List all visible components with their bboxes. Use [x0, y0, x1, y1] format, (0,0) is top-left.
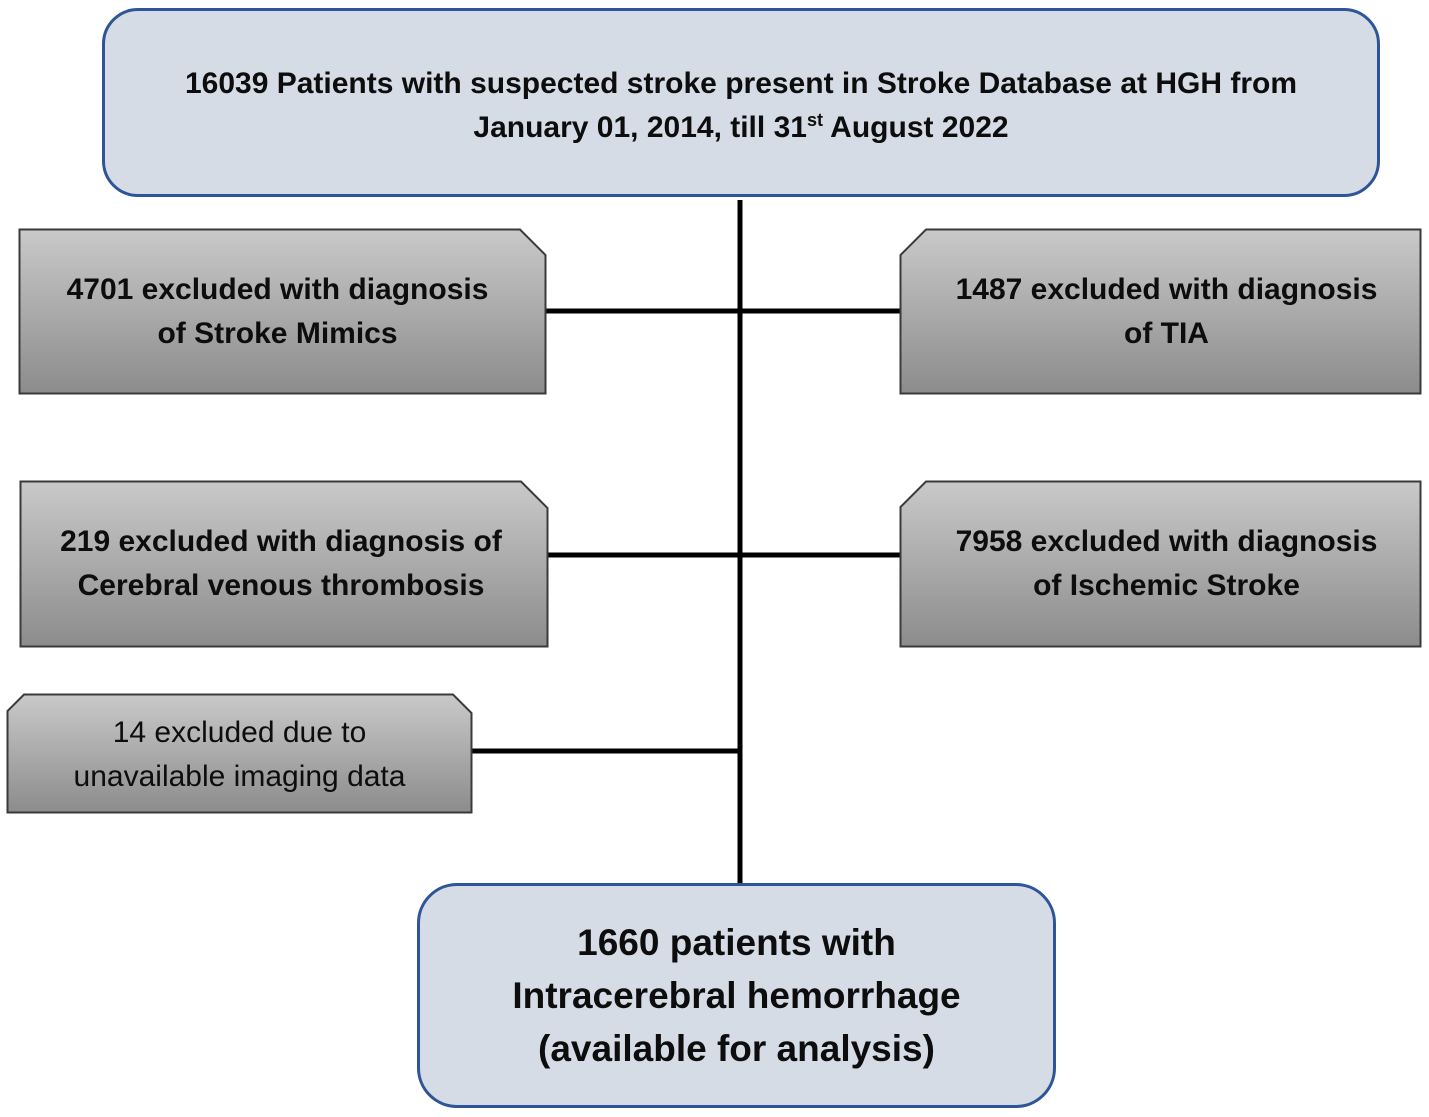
- exclusion-reason-line: of Stroke Mimics: [157, 316, 398, 350]
- exclusion-reason-line: Cerebral venous thrombosis: [77, 569, 485, 602]
- source-population-line2-end: August 2022: [822, 110, 1009, 144]
- exclusion-box-cerebral-venous-thrombosis: 219 excluded with diagnosis of Cerebral …: [19, 480, 549, 648]
- final-cohort-line1: 1660 patients with: [577, 922, 896, 963]
- exclusion-count-line: 7958 excluded with diagnosis: [955, 525, 1378, 558]
- exclusion-reason-line: of Ischemic Stroke: [1033, 569, 1300, 602]
- exclusion-reason-line: of TIA: [1124, 316, 1209, 350]
- source-population-line2-start: January 01, 2014, till 31: [473, 110, 807, 144]
- exclusion-box-ischemic-stroke: 7958 excluded with diagnosis of Ischemic…: [899, 480, 1422, 648]
- exclusion-count-line: 219 excluded with diagnosis of: [60, 525, 502, 558]
- source-population-line2: January 01, 2014, till 31st August 2022: [185, 106, 1297, 150]
- exclusion-box-unavailable-imaging: 14 excluded due to unavailable imaging d…: [6, 693, 473, 814]
- exclusion-reason-line: unavailable imaging data: [73, 759, 406, 793]
- exclusion-count-line: 14 excluded due to: [112, 715, 367, 749]
- source-population-text: 16039 Patients with suspected stroke pre…: [185, 62, 1297, 150]
- final-cohort-line2: Intracerebral hemorrhage: [512, 975, 961, 1016]
- final-cohort-line3: (available for analysis): [538, 1028, 935, 1069]
- final-cohort-box: 1660 patients with Intracerebral hemorrh…: [417, 883, 1056, 1108]
- source-population-line1: 16039 Patients with suspected stroke pre…: [184, 66, 1298, 100]
- final-cohort-text: 1660 patients with Intracerebral hemorrh…: [512, 916, 960, 1075]
- source-population-ordinal-suffix: st: [806, 109, 823, 130]
- exclusion-box-stroke-mimics: 4701 excluded with diagnosis of Stroke M…: [18, 228, 547, 395]
- exclusion-count-line: 1487 excluded with diagnosis: [955, 272, 1378, 306]
- exclusion-box-tia: 1487 excluded with diagnosis of TIA: [899, 228, 1422, 395]
- exclusion-count-line: 4701 excluded with diagnosis: [66, 272, 489, 306]
- source-population-box: 16039 Patients with suspected stroke pre…: [102, 8, 1380, 197]
